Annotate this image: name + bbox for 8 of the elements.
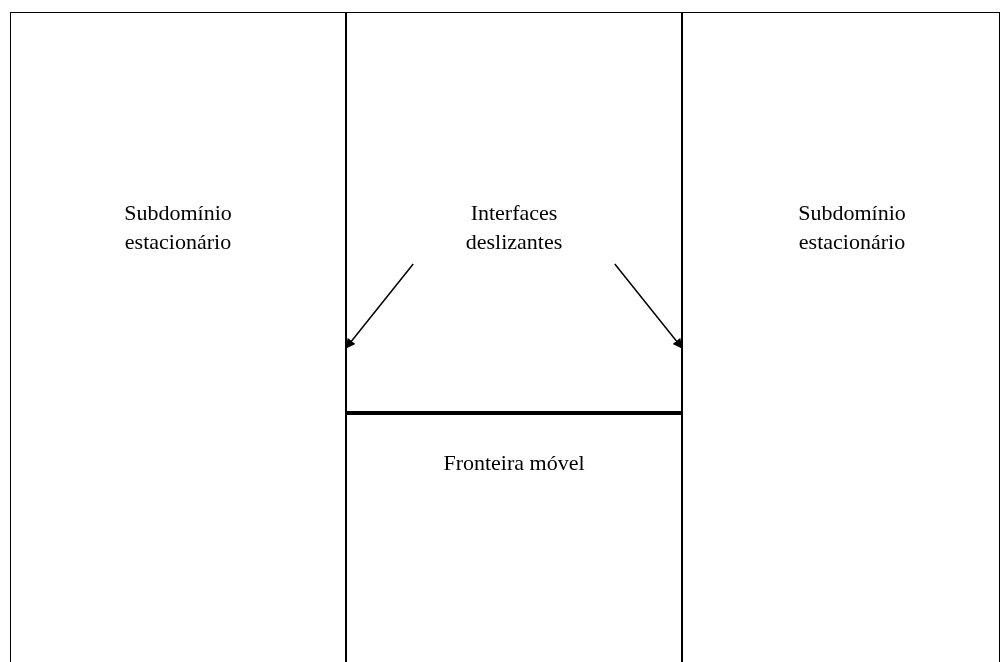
region-label: Interfaces deslizantes (434, 198, 594, 256)
leader-arrow (345, 263, 414, 349)
interface-line (681, 12, 683, 662)
region-label: Subdomínio estacionário (762, 198, 942, 256)
boundary-label: Fronteira móvel (442, 449, 586, 477)
leader-arrow (614, 263, 683, 349)
interface-line (345, 12, 347, 662)
region-label: Subdomínio estacionário (88, 198, 268, 256)
